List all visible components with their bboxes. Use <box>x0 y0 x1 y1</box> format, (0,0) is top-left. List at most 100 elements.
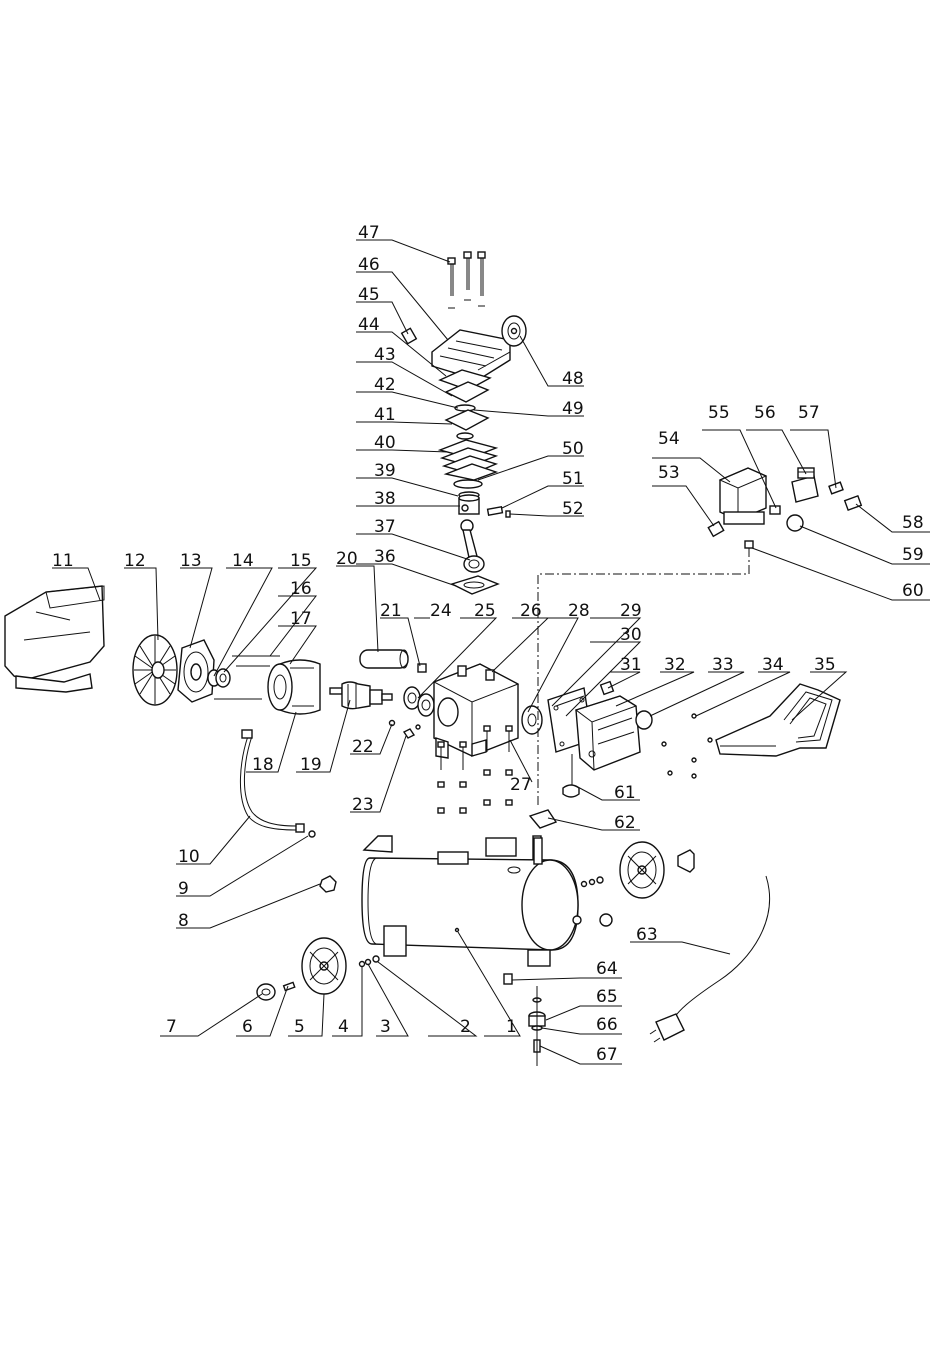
connecting-rod-drawing <box>461 520 484 572</box>
part-label-3: 3 <box>380 1017 391 1037</box>
part-label-34: 34 <box>762 655 784 675</box>
part-label-51: 51 <box>562 469 584 489</box>
motor-rotor-drawing <box>330 682 392 709</box>
valve-plate-stack-drawing <box>440 370 490 439</box>
part-label-49: 49 <box>562 399 584 419</box>
part-label-17: 17 <box>290 609 312 629</box>
part-label-52: 52 <box>562 499 584 519</box>
tank-nut-drawing <box>320 876 336 892</box>
part-label-37: 37 <box>374 517 396 537</box>
part-label-30: 30 <box>620 625 642 645</box>
part-label-12: 12 <box>124 551 146 571</box>
part-label-61: 61 <box>614 783 636 803</box>
cooling-fan-drawing <box>133 635 177 705</box>
power-cord-drawing <box>650 876 770 1042</box>
part-label-36: 36 <box>374 547 396 567</box>
part-label-19: 19 <box>300 755 322 775</box>
part-label-16: 16 <box>290 579 312 599</box>
part-label-25: 25 <box>474 601 496 621</box>
part-label-21: 21 <box>380 601 402 621</box>
part-label-24: 24 <box>430 601 452 621</box>
part-label-5: 5 <box>294 1017 305 1037</box>
part-label-6: 6 <box>242 1017 253 1037</box>
part-label-47: 47 <box>358 223 380 243</box>
capacitor-drawing <box>360 650 408 668</box>
part-label-27: 27 <box>510 775 532 795</box>
part-label-58: 58 <box>902 513 924 533</box>
part-label-18: 18 <box>252 755 274 775</box>
part-label-10: 10 <box>178 847 200 867</box>
clip-drawing <box>601 682 614 695</box>
part-label-1: 1 <box>506 1017 517 1037</box>
part-label-46: 46 <box>358 255 380 275</box>
motor-end-shield-drawing <box>178 640 214 702</box>
part-label-38: 38 <box>374 489 396 509</box>
pump-shroud-drawing <box>576 696 640 770</box>
air-tank-drawing <box>362 836 581 966</box>
part-label-42: 42 <box>374 375 396 395</box>
part-label-67: 67 <box>596 1045 618 1065</box>
part-label-63: 63 <box>636 925 658 945</box>
part-label-57: 57 <box>798 403 820 423</box>
part-label-55: 55 <box>708 403 730 423</box>
motor-stator-drawing <box>268 660 320 714</box>
hose-drawing <box>240 730 315 837</box>
piston-drawing <box>459 492 479 514</box>
part-label-13: 13 <box>180 551 202 571</box>
part-label-59: 59 <box>902 545 924 565</box>
cylinder-drawing <box>440 440 496 488</box>
part-label-39: 39 <box>374 461 396 481</box>
crankshaft-disc-drawing <box>522 706 542 734</box>
part-label-35: 35 <box>814 655 836 675</box>
fan-cover-drawing <box>5 586 104 692</box>
part-label-29: 29 <box>620 601 642 621</box>
crankcase-drawing <box>434 664 518 758</box>
part-label-32: 32 <box>664 655 686 675</box>
base-gasket-drawing <box>452 576 498 594</box>
part-label-33: 33 <box>712 655 734 675</box>
right-wheel-drawing <box>582 842 695 926</box>
part-label-8: 8 <box>178 911 189 931</box>
left-wheel-drawing <box>257 938 379 1000</box>
part-label-26: 26 <box>520 601 542 621</box>
air-line-path <box>538 548 749 806</box>
part-label-7: 7 <box>166 1017 177 1037</box>
handle-frame-drawing <box>716 684 840 756</box>
part-label-48: 48 <box>562 369 584 389</box>
front-bearing-drawing <box>208 669 230 687</box>
rear-bearing-drawing <box>404 687 434 716</box>
piston-pin-drawing <box>488 507 510 517</box>
part-label-65: 65 <box>596 987 618 1007</box>
part-label-31: 31 <box>620 655 642 675</box>
part-label-20: 20 <box>336 549 358 569</box>
part-label-43: 43 <box>374 345 396 365</box>
air-filter-drawing <box>502 316 526 346</box>
part-label-40: 40 <box>374 433 396 453</box>
part-label-4: 4 <box>338 1017 349 1037</box>
part-label-9: 9 <box>178 879 189 899</box>
part-label-28: 28 <box>568 601 590 621</box>
part-label-53: 53 <box>658 463 680 483</box>
part-label-64: 64 <box>596 959 618 979</box>
screws-drawing <box>662 714 712 778</box>
part-label-60: 60 <box>902 581 924 601</box>
part-label-41: 41 <box>374 405 396 425</box>
part-label-45: 45 <box>358 285 380 305</box>
cap-drawing <box>636 711 652 729</box>
part-label-54: 54 <box>658 429 680 449</box>
part-label-11: 11 <box>52 551 74 571</box>
head-bolts-drawing <box>448 252 485 308</box>
pressure-switch-group-drawing <box>708 468 861 548</box>
part-label-66: 66 <box>596 1015 618 1035</box>
part-label-50: 50 <box>562 439 584 459</box>
part-label-2: 2 <box>460 1017 471 1037</box>
part-label-15: 15 <box>290 551 312 571</box>
part-label-22: 22 <box>352 737 374 757</box>
part-label-62: 62 <box>614 813 636 833</box>
part-label-56: 56 <box>754 403 776 423</box>
part-label-14: 14 <box>232 551 254 571</box>
part-label-44: 44 <box>358 315 380 335</box>
part-label-23: 23 <box>352 795 374 815</box>
